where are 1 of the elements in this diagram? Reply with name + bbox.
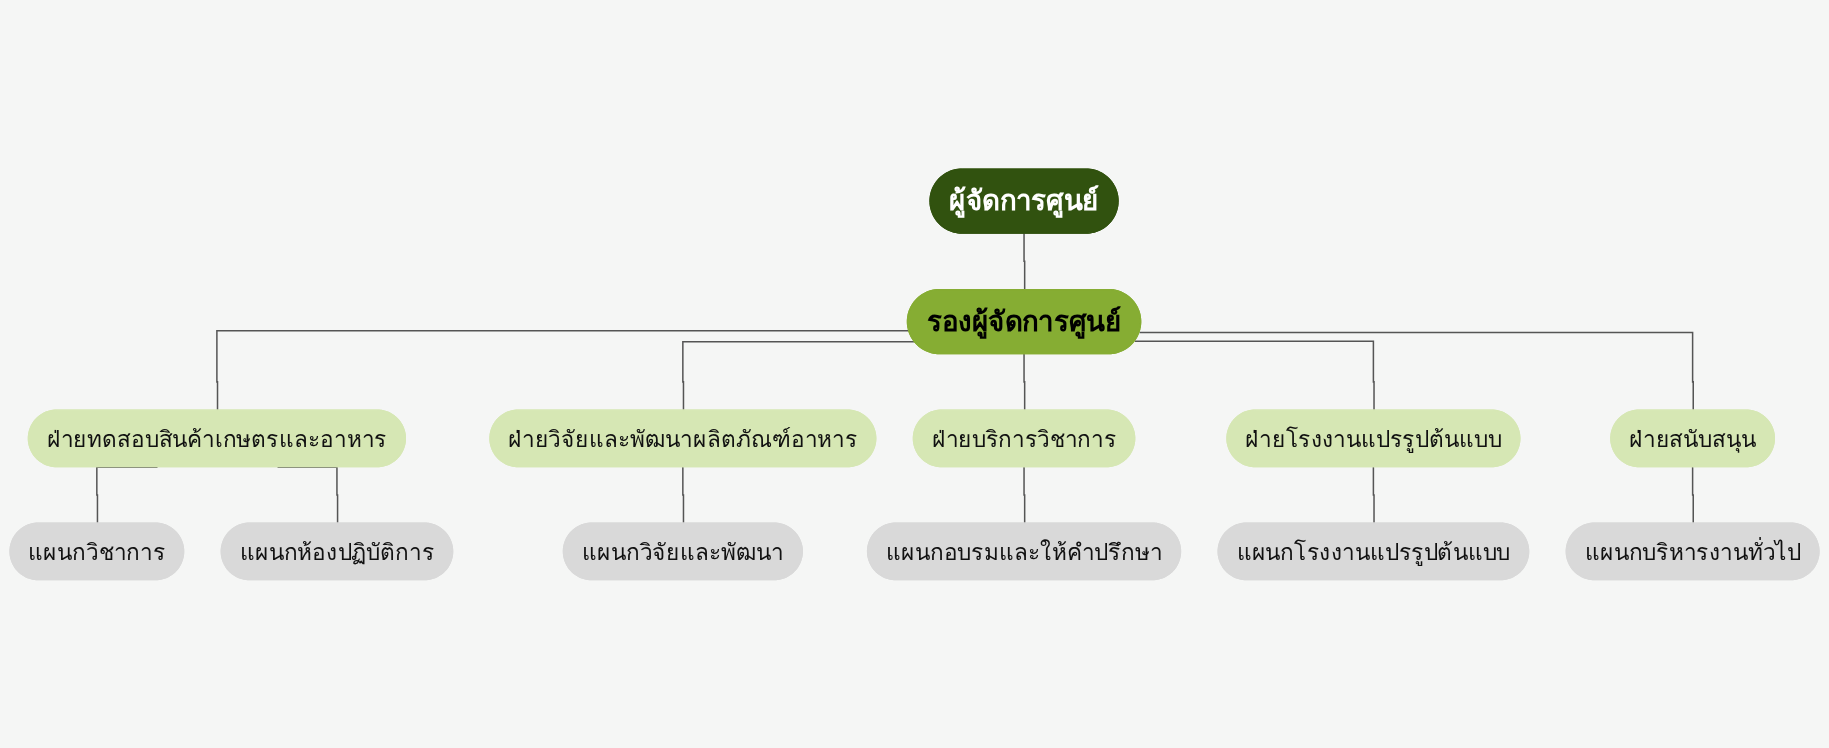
connector <box>1023 232 1026 291</box>
